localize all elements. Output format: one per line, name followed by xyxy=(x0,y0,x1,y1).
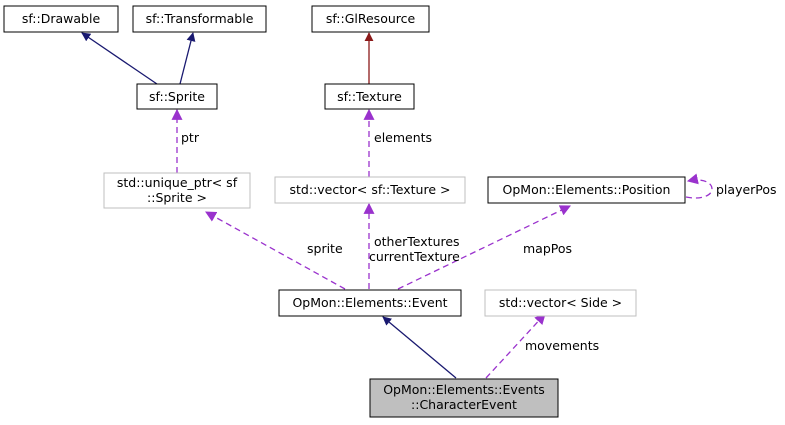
edge-label-playerpos: playerPos xyxy=(716,182,777,197)
edge-label-currenttexture: currentTexture xyxy=(369,249,460,264)
edge-characterevent-vectorside xyxy=(485,313,546,379)
node-label: sf::Drawable xyxy=(22,11,101,26)
node-sf-drawable[interactable]: sf::Drawable xyxy=(3,5,119,33)
node-label: sf::Transformable xyxy=(146,11,254,26)
edge-sprite-drawable xyxy=(81,32,158,85)
edge-label-movements: movements xyxy=(525,338,599,353)
node-label-line1: std::unique_ptr< sf xyxy=(117,175,238,190)
node-opmon-position[interactable]: OpMon::Elements::Position xyxy=(487,176,686,204)
node-sf-sprite[interactable]: sf::Sprite xyxy=(136,83,218,110)
edge-position-self xyxy=(685,173,713,199)
edges xyxy=(81,32,713,379)
node-label: OpMon::Elements::Position xyxy=(503,182,671,197)
edge-label-sprite: sprite xyxy=(307,241,343,256)
edge-event-position xyxy=(397,205,571,290)
node-label-line2: ::Sprite > xyxy=(147,190,207,205)
nodes: sf::Drawable sf::Transformable sf::GlRes… xyxy=(3,5,686,418)
node-opmon-character-event[interactable]: OpMon::Elements::Events ::CharacterEvent xyxy=(369,378,559,418)
node-std-vector-side[interactable]: std::vector< Side > xyxy=(484,289,637,317)
edge-event-uniqueptr xyxy=(205,211,346,290)
node-sf-glresource[interactable]: sf::GlResource xyxy=(311,5,430,33)
node-sf-transformable[interactable]: sf::Transformable xyxy=(132,5,267,33)
edge-label-mappos: mapPos xyxy=(523,241,572,256)
node-label-line2: ::CharacterEvent xyxy=(411,397,517,412)
node-label: sf::Texture xyxy=(337,89,402,104)
node-label-line1: OpMon::Elements::Events xyxy=(383,382,545,397)
node-opmon-event[interactable]: OpMon::Elements::Event xyxy=(278,289,462,317)
node-label: std::vector< Side > xyxy=(499,295,622,310)
node-std-unique-ptr[interactable]: std::unique_ptr< sf ::Sprite > xyxy=(103,172,251,209)
edge-sprite-transformable xyxy=(179,32,196,85)
node-label: sf::GlResource xyxy=(326,11,416,26)
node-label: std::vector< sf::Texture > xyxy=(290,182,451,197)
node-label: OpMon::Elements::Event xyxy=(292,295,447,310)
node-std-vector-texture[interactable]: std::vector< sf::Texture > xyxy=(274,176,466,204)
edge-label-ptr: ptr xyxy=(181,130,200,145)
edge-characterevent-event xyxy=(382,316,457,379)
edge-labels: ptr elements playerPos sprite otherTextu… xyxy=(181,130,777,353)
edge-label-elements: elements xyxy=(374,130,432,145)
node-sf-texture[interactable]: sf::Texture xyxy=(324,83,415,110)
edge-label-othertextures: otherTextures xyxy=(374,234,460,249)
node-label: sf::Sprite xyxy=(149,89,205,104)
